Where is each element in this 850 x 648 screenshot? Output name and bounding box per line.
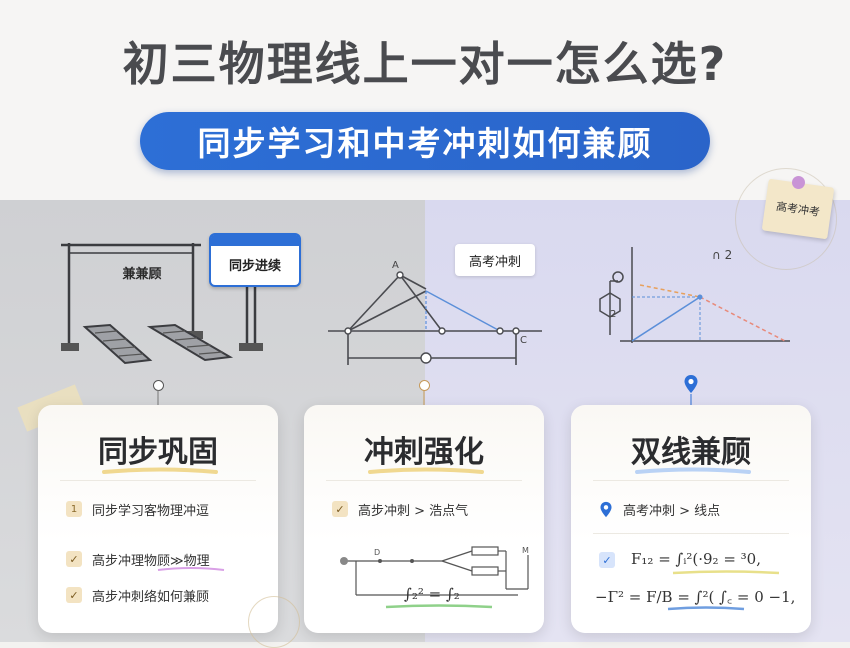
highlight-underline (667, 606, 745, 611)
card-sprint: 冲刺强化 ✓ 高步冲刺 > 浩点气 D M ∫₂² = ∫₂ (304, 405, 544, 633)
label-d: D (374, 548, 380, 557)
label-m: M (522, 546, 529, 555)
list-item-text: 高考冲刺 > 线点 (623, 503, 721, 519)
gate-rails-illustration (61, 243, 263, 365)
highlight-underline (157, 567, 225, 571)
divider (593, 480, 789, 481)
location-pin-icon (684, 375, 698, 393)
list-item: 高考冲刺 > 线点 (599, 497, 797, 521)
list-item: 1 同步学习客物理冲逗 (66, 497, 264, 521)
formula-line-2: −Γ² = F/B = ∫²( ∫꜀ = 0 −1, (595, 588, 796, 606)
list-item: ✓ 高步冲理物顾≫物理 (66, 547, 264, 571)
subtitle-text: 同步学习和中考冲刺如何兼顾 (197, 124, 653, 163)
page-title: 初三物理线上一对一怎么选? (122, 37, 728, 91)
decorative-circle (735, 168, 837, 270)
formula-line-1: F₁₂ = ∫ᵢ²(·9₂ = ³0, (631, 550, 761, 568)
gate-label: 兼兼顾 (122, 267, 162, 282)
list-item: ✓ 高步冲刺 > 浩点气 (332, 497, 530, 521)
check-icon: ✓ (332, 501, 348, 517)
highlight-underline (672, 570, 780, 575)
divider (326, 480, 522, 481)
number-badge: 1 (66, 501, 82, 517)
list-item-text: 高步冲刺络如何兼顾 (92, 589, 210, 605)
formula-row: ✓ (599, 548, 797, 572)
highlight-underline (368, 467, 484, 474)
sync-sign: 同步进续 (209, 233, 301, 287)
check-icon: ✓ (66, 551, 82, 567)
list-item-text: 同步学习客物理冲逗 (92, 503, 210, 519)
decorative-circle (248, 596, 300, 648)
sync-sign-label: 同步进续 (228, 259, 281, 274)
card-title: 冲刺强化 (364, 435, 484, 470)
subtitle-banner: 同步学习和中考冲刺如何兼顾 (140, 112, 710, 170)
label-two: 2 (610, 309, 616, 320)
circuit-graph: 2 ∩ 2 (599, 247, 790, 343)
label-c: C (520, 335, 527, 346)
check-icon: ✓ (66, 587, 82, 603)
card-title: 双线兼顾 (631, 435, 751, 470)
card-sync: 同步巩固 1 同步学习客物理冲逗 ✓ 高步冲理物顾≫物理 ✓ 高步冲刺络如何兼顾 (38, 405, 278, 633)
highlight-underline (635, 467, 751, 474)
label-a: A (392, 260, 399, 271)
formula-sprint: ∫₂² = ∫₂ (404, 585, 460, 603)
divider (593, 533, 789, 534)
list-item: ✓ 高步冲刺络如何兼顾 (66, 583, 264, 607)
lever-diagram: A C (328, 260, 542, 365)
card-dual: 双线兼顾 高考冲刺 > 线点 ✓ F₁₂ = ∫ᵢ²(·9₂ = ³0, −Γ²… (571, 405, 811, 633)
divider (60, 480, 256, 481)
location-icon (600, 501, 612, 517)
circuit-sketch: D M (340, 546, 529, 596)
pin-icon (792, 176, 805, 189)
check-icon: ✓ (599, 552, 615, 568)
label-power: ∩ 2 (712, 248, 732, 262)
list-item-text: 高步冲理物顾≫物理 (92, 553, 210, 569)
highlight-underline (385, 604, 493, 609)
exam-tag: 高考冲刺 (455, 244, 535, 276)
list-item-text: 高步冲刺 > 浩点气 (358, 503, 469, 519)
highlight-underline (102, 467, 218, 474)
card-title: 同步巩固 (98, 435, 218, 470)
